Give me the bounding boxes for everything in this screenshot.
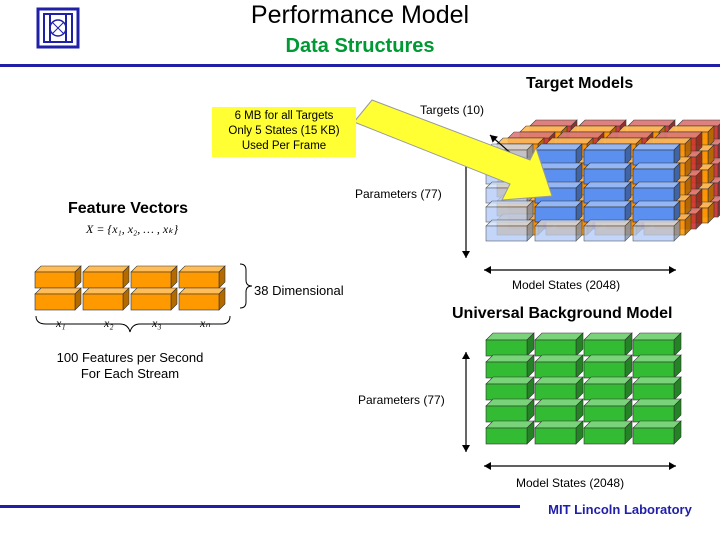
targets-label: Targets (10): [420, 103, 485, 117]
feature-vector-block: [178, 265, 226, 289]
ubm-block: [632, 332, 682, 357]
footer-label: MIT Lincoln Laboratory: [520, 500, 720, 520]
feature-vector-block: [178, 287, 226, 311]
ubm-heading: Universal Background Model: [452, 305, 673, 322]
ubm-states-label: Model States (2048): [516, 476, 625, 490]
ubm-block: [534, 376, 584, 401]
feature-rate-line: For Each Stream: [80, 366, 180, 381]
ubm-block: [632, 376, 682, 401]
mit-ll-logo: [34, 6, 82, 50]
memory-callout: 6 MB for all Targets Only 5 States (15 K…: [212, 107, 356, 157]
target-model-block: [583, 181, 632, 204]
ubm-block: [534, 420, 584, 445]
ubm-block: [485, 332, 535, 357]
feature-vector-block: [82, 265, 130, 289]
target-model-block: [534, 143, 583, 166]
target-states-label: Model States (2048): [512, 278, 621, 292]
target-models-heading: Target Models: [526, 75, 634, 92]
ubm-block: [534, 332, 584, 357]
feature-vectors-heading: Feature Vectors: [68, 200, 189, 217]
ubm-block: [583, 332, 633, 357]
ubm-block: [583, 398, 633, 423]
feature-x-label: x₂: [104, 316, 114, 330]
target-model-block: [485, 200, 534, 223]
target-model-block: [534, 162, 583, 185]
feature-x-label: x₁: [56, 316, 66, 330]
callout-line: 6 MB for all Targets: [234, 110, 334, 122]
feature-vector-block: [82, 287, 130, 311]
target-model-block: [632, 181, 681, 204]
ubm-block: [485, 376, 535, 401]
target-parameters-label: Parameters (77): [355, 187, 442, 201]
feature-formula: X = {x₁, x₂, … , xₖ}: [86, 222, 179, 236]
footer-rule: [0, 505, 720, 508]
ubm-block: [632, 398, 682, 423]
target-model-block: [485, 219, 534, 242]
ubm-block: [583, 420, 633, 445]
header-rule: [0, 64, 720, 67]
ubm-block: [485, 420, 535, 445]
target-model-block: [583, 219, 632, 242]
feature-rate-line: 100 Features per Second: [56, 350, 204, 365]
ubm-block: [583, 376, 633, 401]
target-model-block: [534, 219, 583, 242]
dimension-brace: [239, 263, 253, 309]
ubm-block: [583, 354, 633, 379]
ubm-block: [632, 420, 682, 445]
ubm-parameters-label: Parameters (77): [358, 393, 445, 407]
target-model-block: [583, 143, 632, 166]
target-model-block: [632, 143, 681, 166]
target-states-arrow: [484, 266, 676, 274]
target-model-block: [632, 200, 681, 223]
ubm-parameters-arrow: [462, 352, 470, 452]
ubm-block: [485, 398, 535, 423]
target-model-block: [583, 162, 632, 185]
feature-vector-block: [130, 265, 178, 289]
page-subtitle: Data Structures: [285, 35, 435, 57]
feature-rate-label: 100 Features per Second For Each Stream: [40, 350, 220, 382]
callout-line: Used Per Frame: [241, 140, 327, 152]
feature-x-label: xₙ: [200, 316, 211, 330]
ubm-block: [632, 354, 682, 379]
feature-x-label: x₃: [152, 316, 162, 330]
feature-vector-block: [34, 265, 82, 289]
ubm-states-arrow: [484, 462, 676, 470]
page-title: Performance Model: [250, 1, 470, 29]
feature-vector-block: [34, 287, 82, 311]
ubm-block: [534, 398, 584, 423]
callout-arrow: [353, 99, 553, 201]
target-model-block: [583, 200, 632, 223]
dimension-label: 38 Dimensional: [254, 283, 344, 298]
feature-vector-block: [130, 287, 178, 311]
target-model-block: [632, 219, 681, 242]
ubm-block: [485, 354, 535, 379]
ubm-block: [534, 354, 584, 379]
target-model-block: [534, 200, 583, 223]
callout-line: Only 5 States (15 KB): [228, 125, 340, 137]
feature-bracket: [35, 315, 231, 333]
target-model-block: [632, 162, 681, 185]
